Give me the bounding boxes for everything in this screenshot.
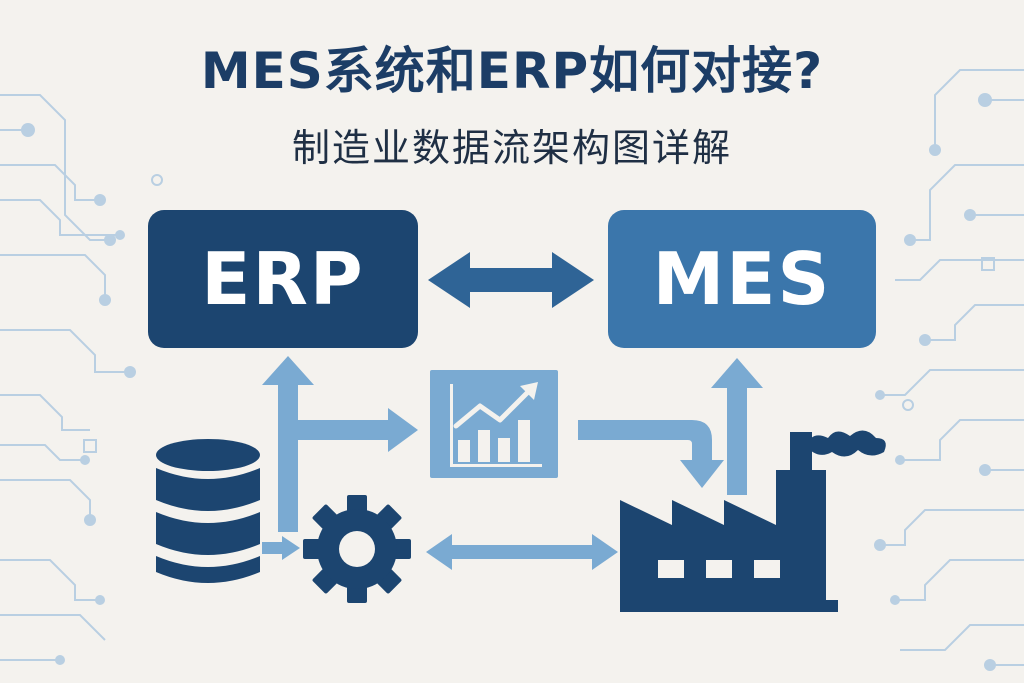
- erp-node-label: ERP: [201, 237, 365, 321]
- erp-node: ERP: [148, 210, 418, 348]
- database-icon: [156, 439, 260, 583]
- chart-to-factory-arrow: [578, 420, 724, 488]
- erp-mes-double-arrow: [428, 252, 594, 308]
- page-subtitle: 制造业数据流架构图详解: [291, 126, 732, 170]
- page-title: MES系统和ERP如何对接?: [200, 42, 824, 100]
- gear-icon: [303, 495, 411, 603]
- mes-node-label: MES: [652, 237, 832, 321]
- bar-chart-trend-icon: [430, 370, 558, 478]
- factory-to-mes-arrow: [711, 358, 763, 495]
- factory-icon: [620, 430, 886, 612]
- database-to-erp-arrow: [262, 356, 418, 532]
- mes-node: MES: [608, 210, 876, 348]
- database-to-gear-arrow: [262, 536, 300, 560]
- gear-factory-double-arrow: [426, 534, 618, 570]
